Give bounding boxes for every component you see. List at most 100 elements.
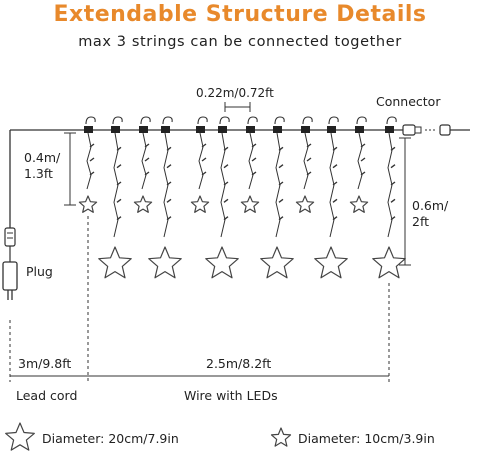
small-star-icon bbox=[78, 195, 98, 213]
led-bulb bbox=[332, 146, 338, 151]
led-bulb bbox=[390, 181, 396, 186]
large-star-icon bbox=[314, 246, 348, 279]
led-bulb bbox=[223, 164, 229, 169]
led-bulb bbox=[332, 216, 338, 221]
diagram-title: Extendable Structure Details bbox=[53, 2, 427, 27]
led-bulb bbox=[360, 171, 366, 176]
small-star-legend-icon bbox=[270, 427, 292, 447]
hook-icon bbox=[197, 116, 208, 125]
large-star-icon bbox=[148, 246, 182, 279]
lead-length-label: 3m/9.8ft bbox=[18, 356, 72, 371]
hook-icon bbox=[386, 116, 397, 125]
wire-clip bbox=[139, 126, 148, 133]
drop-wire bbox=[357, 132, 363, 190]
hook-icon bbox=[162, 116, 173, 125]
led-bulb bbox=[223, 216, 229, 221]
spacing-label: 0.22m/0.72ft bbox=[196, 86, 274, 100]
large-star-icon bbox=[372, 246, 406, 279]
led-bulb bbox=[332, 198, 338, 203]
led-bulb bbox=[144, 171, 150, 176]
led-bulb bbox=[278, 146, 284, 151]
large-star-drop bbox=[148, 116, 182, 279]
led-bulb bbox=[166, 198, 172, 203]
plug-prongs bbox=[7, 290, 13, 300]
led-bulb bbox=[201, 143, 207, 148]
wire-clip bbox=[161, 126, 170, 133]
led-bulb bbox=[332, 164, 338, 169]
led-bulb bbox=[278, 198, 284, 203]
hook-icon bbox=[274, 116, 285, 125]
connector-female bbox=[402, 124, 416, 136]
connector-label: Connector bbox=[376, 94, 441, 109]
wire-clip bbox=[327, 126, 336, 133]
hook-icon bbox=[85, 116, 96, 125]
small-star-drop bbox=[349, 116, 369, 213]
large-star-drop bbox=[372, 116, 406, 279]
led-bulb bbox=[306, 157, 312, 162]
led-bulb bbox=[278, 164, 284, 169]
connector-male bbox=[439, 124, 451, 136]
hook-icon bbox=[140, 116, 151, 125]
large-star-drop bbox=[98, 116, 132, 279]
small-star-icon bbox=[295, 195, 315, 213]
small-star-drop bbox=[78, 116, 98, 213]
plug-label: Plug bbox=[26, 264, 53, 279]
large-star-drop bbox=[260, 116, 294, 279]
small-star-drop bbox=[133, 116, 153, 213]
short-drop-label-1: 0.4m/ bbox=[24, 150, 61, 165]
led-bulb bbox=[390, 164, 396, 169]
wire-clip bbox=[84, 126, 93, 133]
small-star-drop bbox=[240, 116, 260, 213]
led-bulb bbox=[144, 143, 150, 148]
connector-tip bbox=[414, 126, 422, 134]
drop-wire bbox=[86, 132, 92, 190]
led-bulb bbox=[166, 181, 172, 186]
led-bulb bbox=[201, 171, 207, 176]
drop-wire bbox=[198, 132, 204, 190]
hook-icon bbox=[219, 116, 230, 125]
wire-clip bbox=[273, 126, 282, 133]
wire-clip bbox=[196, 126, 205, 133]
led-bulb bbox=[390, 216, 396, 221]
led-bulb bbox=[251, 171, 257, 176]
led-bulb bbox=[166, 146, 172, 151]
connector-icon bbox=[402, 124, 470, 136]
legend-large-star-label: Diameter: 20cm/7.9in bbox=[42, 431, 179, 446]
led-bulb bbox=[116, 216, 122, 221]
led-bulb bbox=[223, 198, 229, 203]
plug-connector bbox=[4, 227, 16, 247]
large-star-drop bbox=[205, 116, 239, 279]
led-bulb bbox=[306, 171, 312, 176]
spacing-bracket bbox=[224, 102, 251, 112]
led-bulb bbox=[166, 164, 172, 169]
led-bulb bbox=[332, 181, 338, 186]
small-star-icon bbox=[133, 195, 153, 213]
led-bulb bbox=[201, 157, 207, 162]
led-bulb bbox=[306, 143, 312, 148]
led-bulb bbox=[116, 146, 122, 151]
plug-ridges bbox=[7, 232, 13, 239]
large-star-icon bbox=[98, 246, 132, 279]
led-bulb bbox=[223, 146, 229, 151]
led-bulb bbox=[116, 181, 122, 186]
wire-clip bbox=[355, 126, 364, 133]
short-drop-label-2: 1.3ft bbox=[24, 166, 53, 181]
hook-icon bbox=[302, 116, 313, 125]
legend-small-star-label: Diameter: 10cm/3.9in bbox=[298, 431, 435, 446]
wire-clip bbox=[385, 126, 394, 133]
long-drop-dimension bbox=[399, 137, 411, 266]
small-star-icon bbox=[349, 195, 369, 213]
led-bulb bbox=[116, 164, 122, 169]
large-star-drop bbox=[314, 116, 348, 279]
large-star-legend-icon bbox=[5, 422, 35, 451]
led-bulb bbox=[116, 198, 122, 203]
drop-wire bbox=[141, 132, 147, 190]
drop-wire bbox=[248, 132, 254, 190]
long-drop-label-1: 0.6m/ bbox=[412, 198, 449, 213]
large-star-icon bbox=[205, 246, 239, 279]
led-bulb bbox=[360, 143, 366, 148]
wire-clip bbox=[301, 126, 310, 133]
led-bulb bbox=[390, 146, 396, 151]
led-bulb bbox=[223, 181, 229, 186]
